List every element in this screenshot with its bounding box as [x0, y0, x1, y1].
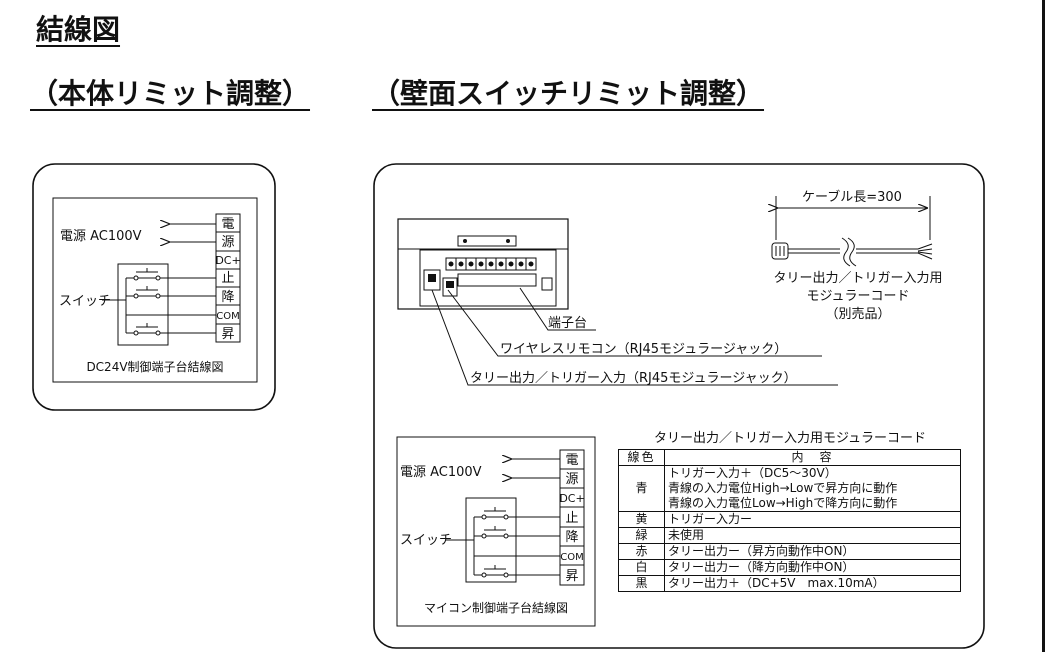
right-panel-frame [373, 163, 985, 649]
tally-jack-leader [431, 289, 838, 386]
wireless-jack-label: ワイヤレスリモコン（RJ45モジュラージャック） [500, 342, 787, 357]
tally-jack-label: タリー出力／トリガー入力（RJ45モジュラージャック） [470, 371, 797, 386]
left-power-label: 電源 AC100V [60, 229, 142, 244]
left-panel-frame [32, 163, 276, 411]
cable-caption-line-2: モジュラーコード [806, 289, 909, 304]
controller-unit-illustration [397, 218, 569, 310]
left-inner-frame [52, 197, 258, 383]
mini-switch-label: スイッチ [400, 533, 452, 548]
cable-length-label: ケーブル長=300 [802, 189, 902, 205]
terminal-block-leader [519, 287, 596, 331]
table-cell-line: 青線の入力電位High→Lowで昇方向に動作 [668, 481, 898, 495]
table-cell-content: タリー出力ー（降方向動作中ON） [664, 559, 961, 576]
table-header-row: 線色 内 容 [618, 449, 961, 466]
table-cell-content: タリー出力ー（昇方向動作中ON） [664, 543, 961, 560]
mini-power-label: 電源 AC100V [400, 465, 482, 480]
table-row: 緑 未使用 [618, 527, 961, 544]
terminal-label-com: COM [216, 311, 239, 322]
table-cell-wire-color: 青 [618, 465, 665, 512]
mini-terminal-label-up: 昇 [565, 569, 578, 584]
table-row: 青 トリガー入力＋（DC5～30V） 青線の入力電位High→Lowで昇方向に動… [618, 465, 961, 512]
table-header-content: 内 容 [664, 449, 961, 466]
terminal-label-up: 昇 [221, 327, 234, 342]
mini-terminal-label-stop: 止 [565, 511, 578, 526]
terminal-label-power-2: 源 [221, 235, 234, 250]
terminal-label-power-1: 電 [221, 217, 234, 232]
table-cell-wire-color: 緑 [618, 527, 665, 544]
table-cell-wire-color: 赤 [618, 543, 665, 560]
cable-caption-line-1: タリー出力／トリガー入力用 [773, 271, 942, 286]
mini-terminal-label-power-1: 電 [565, 453, 578, 468]
mini-terminal-label-power-2: 源 [565, 472, 578, 487]
left-terminal-strip: 電 源 DC+ 止 降 COM 昇 [215, 213, 241, 343]
terminal-block-label: 端子台 [548, 316, 587, 331]
table-row: 黒 タリー出力＋（DC+5V max.10mA） [618, 575, 961, 592]
mini-terminal-label-down: 降 [565, 530, 578, 545]
modular-cord-illustration [772, 196, 933, 267]
section-heading-wall-switch-limit: （壁面スイッチリミット調整） [372, 77, 765, 110]
table-cell-content: トリガー入力＋（DC5～30V） 青線の入力電位High→Lowで昇方向に動作 … [664, 465, 961, 512]
section-heading-body-limit: （本体リミット調整） [30, 77, 311, 110]
cable-caption-line-3: （別売品） [825, 306, 890, 322]
cable-wire-table: 線色 内 容 青 トリガー入力＋（DC5～30V） 青線の入力電位High→Lo… [618, 449, 961, 592]
table-cell-line: 青線の入力電位Low→Highで降方向に動作 [668, 496, 898, 510]
page-edge-bar [1042, 0, 1045, 652]
table-row: 赤 タリー出力ー（昇方向動作中ON） [618, 543, 961, 560]
mini-terminal-label-com: COM [560, 552, 583, 563]
left-wiring-panel: 電 源 DC+ 止 降 COM 昇 電源 AC100V [32, 163, 276, 411]
table-row: 黄 トリガー入力ー [618, 511, 961, 528]
mini-diagram-caption: マイコン制御端子台結線図 [424, 600, 568, 615]
table-cell-content: タリー出力＋（DC+5V max.10mA） [664, 575, 961, 592]
terminal-label-stop: 止 [221, 271, 234, 286]
table-cell-content: トリガー入力ー [664, 511, 961, 528]
left-switch-label: スイッチ [59, 294, 111, 309]
table-cell-wire-color: 黒 [618, 575, 665, 592]
page-title: 結線図 [36, 13, 121, 46]
wireless-jack-leader [447, 289, 822, 357]
table-cell-content: 未使用 [664, 527, 961, 544]
table-row: 白 タリー出力ー（降方向動作中ON） [618, 559, 961, 576]
cable-table-title: タリー出力／トリガー入力用モジュラーコード [654, 431, 926, 446]
table-cell-wire-color: 黄 [618, 511, 665, 528]
mini-wiring-diagram: 電 源 DC+ 止 降 COM 昇 電源 AC100V [396, 436, 596, 627]
right-wiring-panel: 端子台 ワイヤレスリモコン（RJ45モジュラージャック） タリー出力／トリガー入… [373, 163, 985, 649]
left-diagram-caption: DC24V制御端子台結線図 [86, 359, 223, 374]
left-switch-box [117, 263, 216, 346]
table-header-wire-color: 線色 [618, 449, 665, 466]
terminal-label-dc-plus: DC+ [215, 254, 240, 267]
table-cell-wire-color: 白 [618, 559, 665, 576]
table-cell-line: トリガー入力＋（DC5～30V） [668, 466, 837, 481]
terminal-label-down: 降 [221, 290, 234, 305]
mini-terminal-label-dc-plus: DC+ [559, 492, 584, 505]
